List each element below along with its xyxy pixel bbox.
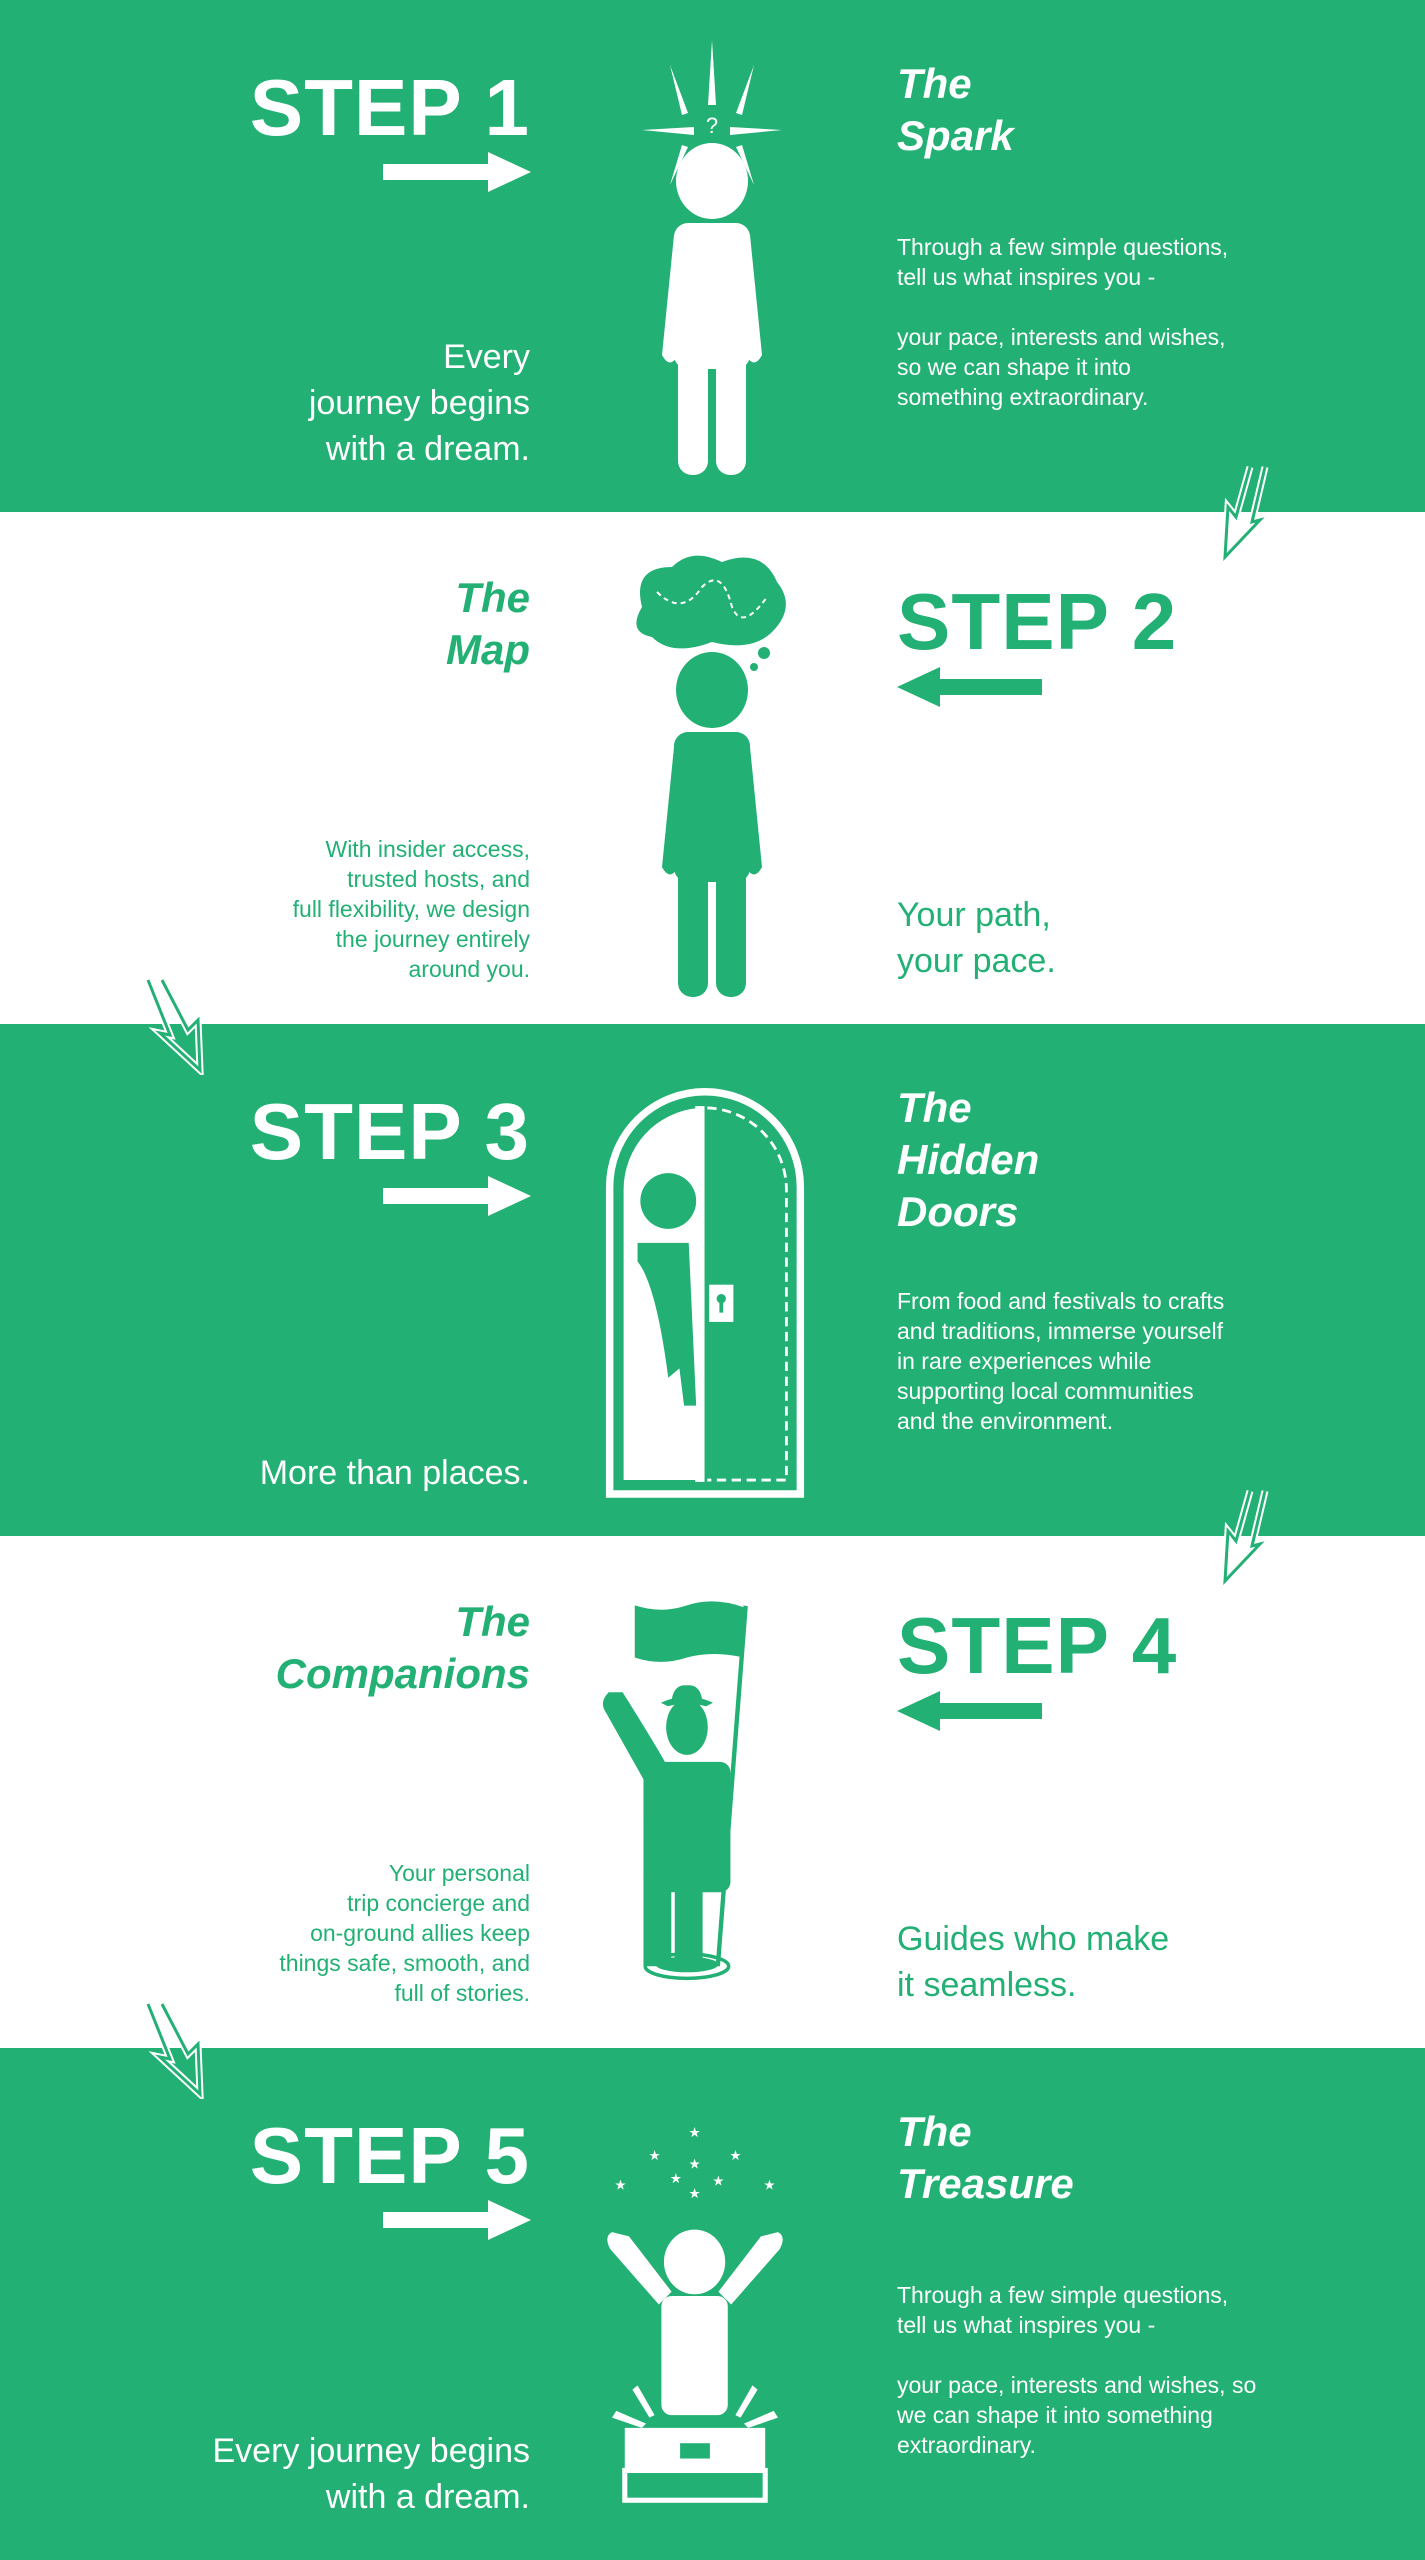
tagline: Guides who make it seamless. bbox=[897, 1916, 1169, 2008]
person-behind-door-icon bbox=[605, 1088, 805, 1498]
description-line: trip concierge and bbox=[347, 1890, 530, 1916]
title-line: Spark bbox=[897, 112, 1014, 159]
person-with-treasure-chest-icon: ★ ★ ★ ★ ★ ★ ★ ★ ★ bbox=[607, 2125, 783, 2503]
tagline: Every journey begins with a dream. bbox=[212, 2428, 530, 2520]
svg-text:★: ★ bbox=[688, 2125, 700, 2141]
description-paragraph: Through a few simple questions, tell us … bbox=[897, 2282, 1229, 2338]
tagline-line: it seamless. bbox=[897, 1966, 1077, 2004]
step-description: From food and festivals to crafts and tr… bbox=[897, 1288, 1225, 1434]
arrow-left-icon bbox=[897, 1691, 1042, 1731]
svg-text:★: ★ bbox=[614, 2178, 626, 2194]
step-title: The Map bbox=[446, 572, 530, 676]
svg-text:★: ★ bbox=[712, 2173, 724, 2189]
step-1-section: STEP 1 Every journey begins with a dream… bbox=[0, 0, 1425, 512]
step-label: STEP 5 bbox=[249, 2111, 530, 2200]
svg-text:★: ★ bbox=[688, 2186, 700, 2202]
title-line: The bbox=[897, 2108, 972, 2155]
arrow-right-icon bbox=[383, 2200, 531, 2240]
tagline-line: your pace. bbox=[897, 942, 1056, 980]
title-line: Treasure bbox=[897, 2160, 1074, 2207]
step-5-section: STEP 5 Every journey begins with a dream… bbox=[0, 2048, 1425, 2560]
title-line: Companions bbox=[275, 1650, 530, 1697]
description-line: full of stories. bbox=[394, 1980, 531, 2006]
connector-arrow-down-icon bbox=[1221, 466, 1271, 562]
tagline-line: Guides who make bbox=[897, 1920, 1170, 1958]
description-line: things safe, smooth, and bbox=[279, 1950, 530, 1976]
tagline-line: journey begins bbox=[308, 384, 530, 422]
description-line: Your personal bbox=[388, 1860, 530, 1886]
svg-text:★: ★ bbox=[670, 2171, 682, 2187]
tagline: Every journey begins with a dream. bbox=[309, 334, 530, 472]
description-line: full flexibility, we design bbox=[292, 896, 530, 922]
connector-arrow-down-icon bbox=[1221, 1490, 1271, 1586]
step-label: STEP 4 bbox=[897, 1601, 1178, 1690]
title-line: The bbox=[897, 60, 972, 107]
step-title: The Hidden Doors bbox=[897, 1082, 1039, 1238]
tagline: More than places. bbox=[260, 1450, 530, 1496]
description-line: the journey entirely bbox=[335, 926, 530, 952]
step-description: Your personal trip concierge and on-grou… bbox=[110, 1858, 530, 2008]
title-line: Doors bbox=[897, 1188, 1019, 1235]
step-description: Through a few simple questions, tell us … bbox=[897, 232, 1237, 412]
tagline-line: More than places. bbox=[259, 1454, 530, 1492]
person-thinking-map-icon bbox=[636, 555, 786, 997]
step-title: The Treasure bbox=[897, 2106, 1074, 2210]
title-line: Map bbox=[446, 626, 530, 673]
description-line: on-ground allies keep bbox=[310, 1920, 530, 1946]
step-label: STEP 2 bbox=[897, 577, 1178, 666]
step-2-section: The Map With insider access, trusted hos… bbox=[0, 512, 1425, 1024]
tagline-line: with a dream. bbox=[325, 2478, 530, 2516]
title-line: The bbox=[897, 1084, 972, 1131]
title-line: The bbox=[455, 1598, 530, 1645]
svg-text:★: ★ bbox=[729, 2148, 741, 2164]
description-line: around you. bbox=[408, 956, 530, 982]
arrow-left-icon bbox=[897, 667, 1042, 707]
step-label: STEP 1 bbox=[249, 63, 530, 152]
arrow-right-icon bbox=[383, 152, 531, 192]
svg-text:?: ? bbox=[706, 113, 718, 138]
step-label: STEP 3 bbox=[249, 1087, 530, 1176]
description-paragraph: your pace, interests and wishes, so we c… bbox=[897, 324, 1226, 410]
step-description: With insider access, trusted hosts, and … bbox=[110, 834, 530, 984]
tagline-line: with a dream. bbox=[325, 430, 530, 468]
step-title: The Companions bbox=[276, 1596, 530, 1700]
tagline: Your path, your pace. bbox=[897, 892, 1056, 984]
connector-arrow-down-icon bbox=[144, 2002, 204, 2099]
person-with-flag-icon bbox=[602, 1601, 748, 1981]
connector-arrow-down-icon bbox=[144, 978, 204, 1075]
step-title: The Spark bbox=[897, 58, 1014, 162]
step-4-section: The Companions Your personal trip concie… bbox=[0, 1536, 1425, 2048]
tagline-line: Every journey begins bbox=[212, 2432, 530, 2470]
step-description: Through a few simple questions, tell us … bbox=[897, 2280, 1257, 2460]
title-line: The bbox=[455, 574, 530, 621]
step-3-section: STEP 3 More than places. The Hidden Door… bbox=[0, 1024, 1425, 1536]
person-with-question-spark-icon: ? bbox=[642, 40, 782, 475]
title-line: Hidden bbox=[897, 1136, 1040, 1183]
svg-text:★: ★ bbox=[648, 2148, 660, 2164]
description-line: With insider access, bbox=[325, 836, 530, 862]
description-line: trusted hosts, and bbox=[347, 866, 530, 892]
tagline-line: Your path, bbox=[897, 896, 1051, 934]
svg-text:★: ★ bbox=[688, 2156, 700, 2172]
tagline-line: Every bbox=[443, 338, 530, 376]
svg-text:★: ★ bbox=[763, 2178, 775, 2194]
description-paragraph: your pace, interests and wishes, so we c… bbox=[897, 2372, 1257, 2458]
arrow-right-icon bbox=[383, 1176, 531, 1216]
description-paragraph: Through a few simple questions, tell us … bbox=[897, 234, 1229, 290]
